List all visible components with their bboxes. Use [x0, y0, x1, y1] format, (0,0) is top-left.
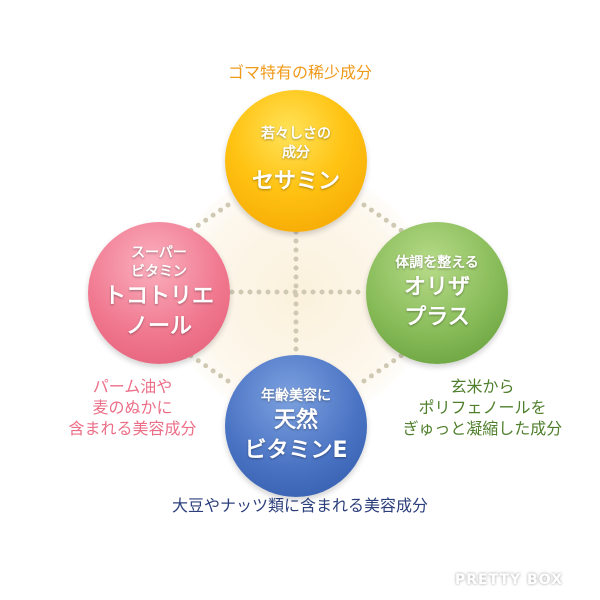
caption-line: 玄米から	[450, 377, 515, 396]
top-caption: ゴマ特有の稀少成分	[227, 63, 372, 82]
circle-title: トコトリエ	[103, 284, 214, 309]
circle-vitamin-e: 年齢美容に 天然 ビタミンE	[225, 355, 367, 497]
circle-title: セサミン	[251, 169, 340, 194]
circle-subtitle: 年齢美容に	[261, 387, 331, 404]
circle-subtitle: スーパー	[131, 245, 187, 261]
circle-title: プラス	[404, 304, 470, 330]
caption-line: 麦のぬかに	[92, 398, 173, 417]
circle-title: オリザ	[403, 274, 470, 300]
circle-subtitle: 成分	[282, 145, 310, 161]
left-caption: パーム油や 麦のぬかに 含まれる美容成分	[40, 376, 225, 439]
right-caption: 玄米から ポリフェノールを ぎゅっと凝縮した成分	[375, 376, 590, 439]
watermark: PRETTY BOX	[455, 572, 563, 588]
circle-sesamin: 若々しさの 成分 セサミン	[225, 90, 367, 232]
caption-line: パーム油や	[92, 377, 173, 396]
caption-line: ポリフェノールを	[418, 398, 547, 417]
bottom-caption: 大豆やナッツ類に含まれる美容成分	[171, 496, 428, 515]
circle-title: ノール	[125, 314, 192, 339]
caption-line: 含まれる美容成分	[68, 419, 197, 438]
caption-line: ぎゅっと凝縮した成分	[402, 419, 563, 438]
circle-subtitle: 若々しさの	[261, 126, 331, 142]
circle-title: 天然	[273, 407, 318, 433]
circle-oryza-plus: 体調を整える オリザ プラス	[366, 222, 508, 364]
circle-title: ビタミンE	[244, 437, 348, 463]
circle-subtitle: 体調を整える	[395, 254, 479, 271]
circle-tocotrienol: スーパー ビタミン トコトリエ ノール	[88, 222, 230, 364]
circle-subtitle: ビタミン	[131, 264, 187, 280]
